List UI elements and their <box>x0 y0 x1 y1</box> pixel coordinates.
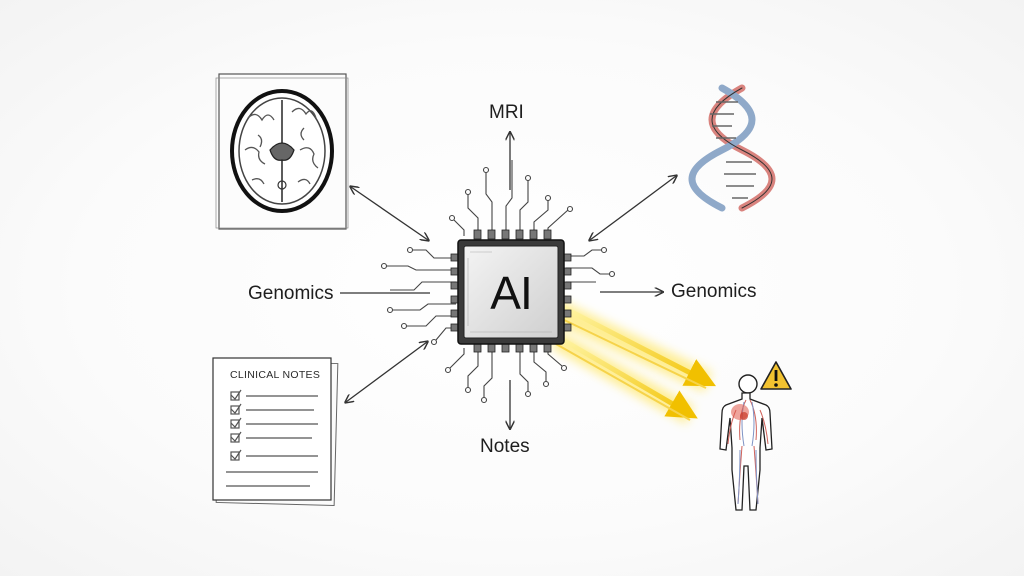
arrow-dna <box>590 176 676 240</box>
notes-label: Notes <box>480 436 530 457</box>
genomics-left-label: Genomics <box>248 283 334 304</box>
highlight-beams <box>552 298 717 424</box>
ai-chip-icon <box>380 160 616 404</box>
clinical-notes-title: CLINICAL NOTES <box>230 369 321 381</box>
genomics-right-label: Genomics <box>671 281 757 302</box>
arrow-notes <box>346 342 427 402</box>
connector-arrows <box>340 133 676 428</box>
warning-icon <box>760 361 792 390</box>
dna-helix-icon <box>688 84 776 212</box>
human-body-icon <box>719 374 773 511</box>
brain-scan-icon <box>215 73 349 230</box>
mri-label: MRI <box>489 102 524 123</box>
clinical-notes-icon <box>212 357 339 507</box>
arrow-brain <box>351 187 428 240</box>
ai-chip-label: AI <box>490 267 532 319</box>
